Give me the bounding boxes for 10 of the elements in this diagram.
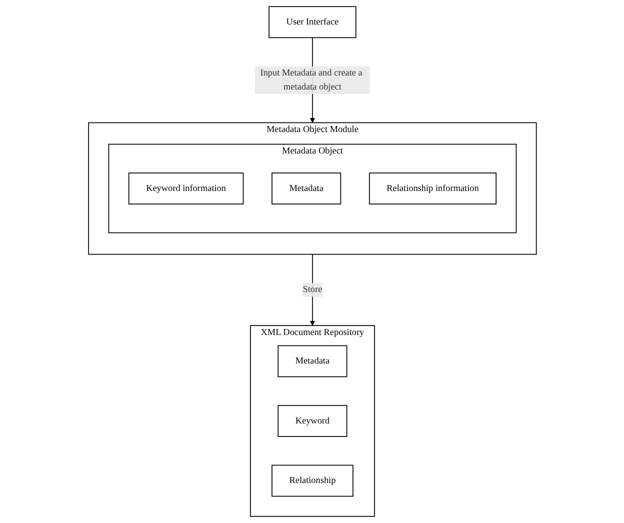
arrow (309, 254, 315, 326)
node-box: Keyword (277, 405, 347, 437)
node-box: Metadata (271, 172, 341, 204)
edge-label: Input Metadata and create a metadata object (260, 68, 362, 92)
node-box: Keyword information (128, 172, 244, 204)
node-box: User Interface (268, 6, 356, 38)
edge-label: Store (302, 284, 322, 295)
node-box: Relationship information (368, 172, 496, 204)
node-box: Relationship (271, 464, 353, 497)
node-box: Metadata (277, 345, 347, 378)
